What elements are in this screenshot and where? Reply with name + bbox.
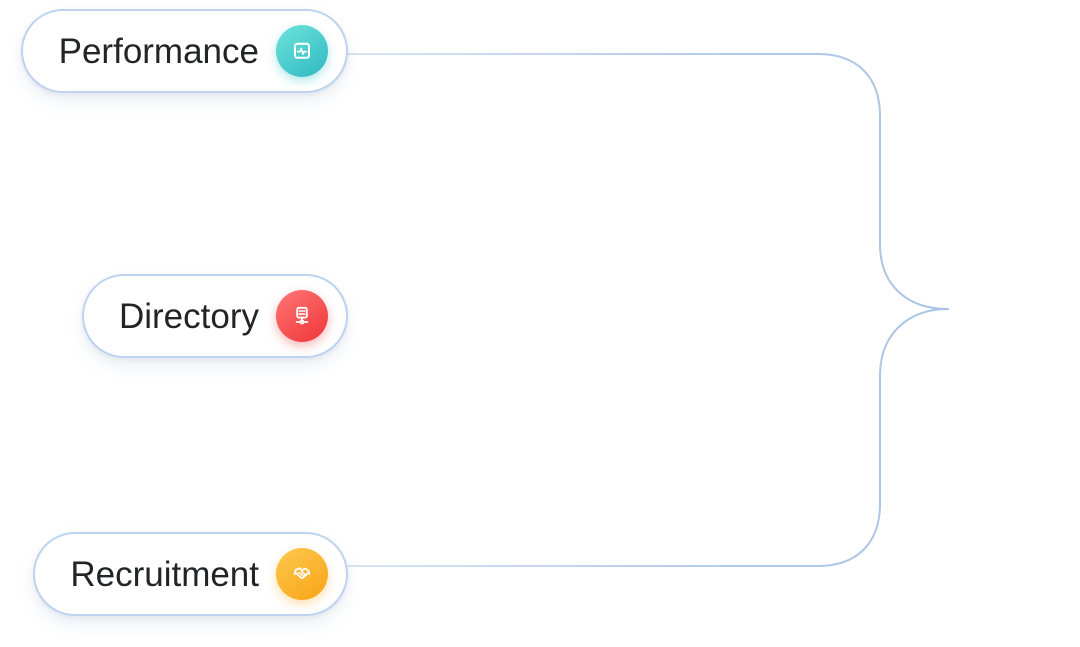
directory-server-icon (276, 290, 328, 342)
recruitment-node[interactable]: Recruitment (33, 532, 348, 616)
performance-label: Performance (58, 31, 259, 71)
directory-label: Directory (118, 296, 259, 336)
performance-chart-icon (276, 25, 328, 77)
connector-performance-line (347, 53, 949, 310)
performance-node[interactable]: Performance (21, 9, 348, 93)
directory-node[interactable]: Directory (82, 274, 348, 358)
recruitment-handshake-icon (276, 548, 328, 600)
connector-recruitment-line (347, 308, 949, 567)
recruitment-label: Recruitment (70, 554, 259, 594)
